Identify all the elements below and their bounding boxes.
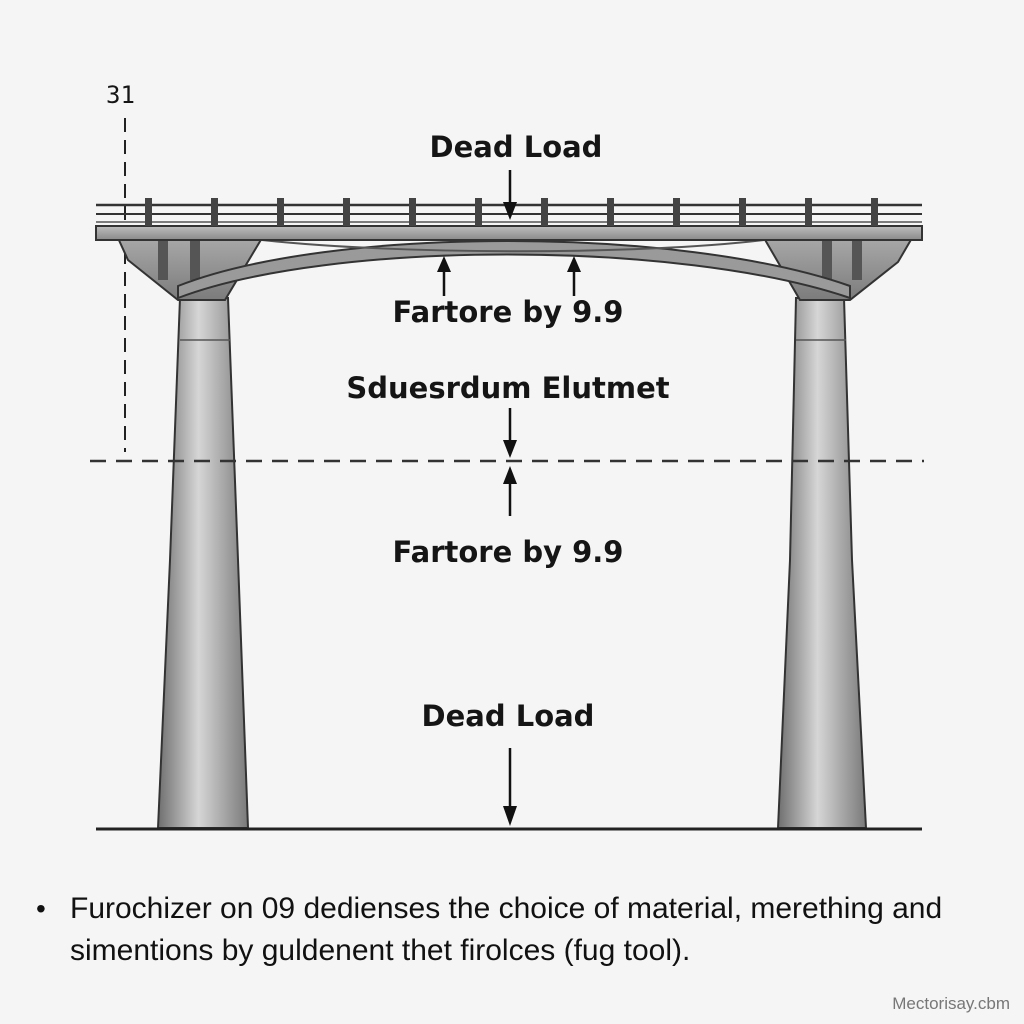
railing-post [541, 198, 548, 226]
railing-post [145, 198, 152, 226]
railing-post [607, 198, 614, 226]
railing-post [673, 198, 680, 226]
reaction-arrow-left [437, 256, 451, 296]
caption-bullet: • [36, 893, 46, 924]
corner-number: 31 [106, 81, 135, 109]
caption-text: Furochizer on 09 dedienses the choice of… [70, 892, 943, 967]
railing-post [211, 198, 218, 226]
factor-lower-label: Fartore by 9.9 [393, 535, 624, 569]
reaction-arrow-right [567, 256, 581, 296]
railing-post [475, 198, 482, 226]
arched-girder [177, 240, 851, 300]
railing-post [343, 198, 350, 226]
railing-posts [145, 198, 878, 226]
railing-post [871, 198, 878, 226]
factor-upper-label: Fartore by 9.9 [393, 295, 624, 329]
railing-post [277, 198, 284, 226]
railing-post [739, 198, 746, 226]
element-label: Sduesrdum Elutmet [346, 371, 669, 405]
element-arrow-down [503, 408, 517, 458]
right-column [776, 297, 868, 829]
railing-post [409, 198, 416, 226]
left-column [156, 297, 250, 829]
caption: • Furochizer on 09 dedienses the choice … [36, 888, 996, 972]
girder-underside [261, 239, 765, 253]
dead-load-bottom-label: Dead Load [422, 699, 595, 733]
railing-post [805, 198, 812, 226]
dead-load-top-arrow [503, 170, 517, 220]
element-arrow-up [503, 466, 517, 516]
watermark: Mectorisay.cbm [892, 994, 1010, 1013]
dead-load-bottom-arrow [503, 748, 517, 826]
dead-load-top-label: Dead Load [430, 130, 603, 164]
